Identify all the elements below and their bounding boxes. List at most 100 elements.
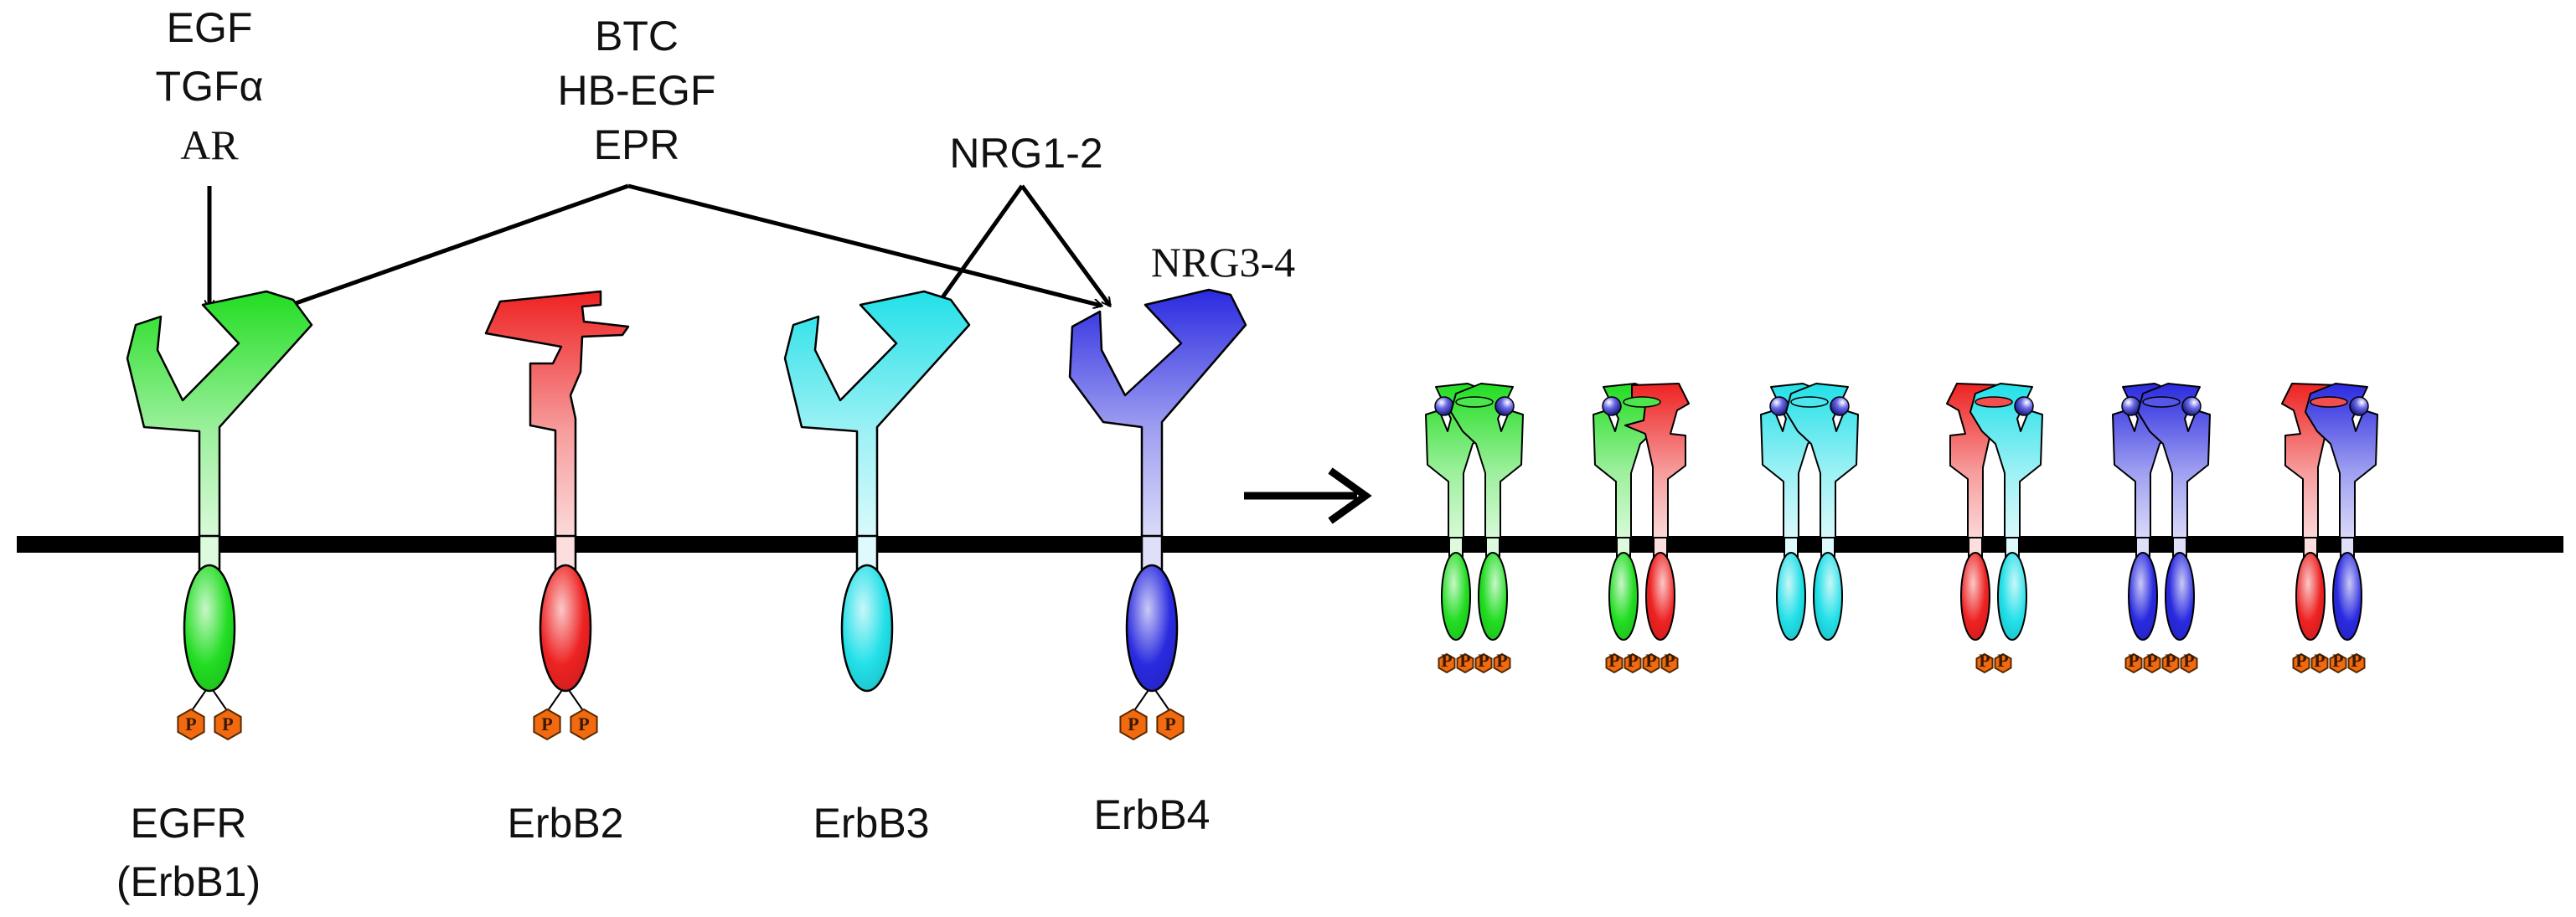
svg-text:P: P (222, 714, 233, 734)
ligand-egf: EGF (167, 4, 253, 51)
receptor-erbb2-kinase-domain (539, 564, 592, 693)
arrow-nrg-to-erbb3 (934, 184, 1025, 306)
phospho-site-erbb4-1: P (1119, 708, 1148, 741)
receptor-label-erbb3: ErbB3 (813, 800, 930, 847)
dimer-phospho-site: P (2329, 650, 2347, 674)
svg-text:P: P (1645, 650, 1656, 671)
bound-ligand-ball (2181, 396, 2202, 416)
svg-text:P: P (2128, 650, 2139, 671)
receptor-erbb2-extracellular (484, 290, 630, 546)
dimer-phospho-site: P (1660, 650, 1679, 674)
svg-text:P: P (1664, 650, 1675, 671)
arrow-btc-to-egfr (272, 183, 629, 312)
phospho-site-erbb2-1: P (533, 708, 561, 741)
dimer-monomer-erbb3 (1785, 383, 1859, 641)
ligand-ar: AR (180, 121, 239, 168)
svg-text:P: P (1496, 650, 1507, 671)
ligand-tgfa: TGFα (156, 63, 264, 110)
receptor-label-erbb4: ErbB4 (1094, 791, 1211, 838)
dimer-phospho-site: P (1624, 650, 1642, 674)
dimerization-arm (1790, 396, 1829, 408)
receptor-erbb4-kinase-domain (1125, 564, 1179, 693)
dimerization-arm (2142, 396, 2181, 408)
bound-ligand-ball (2014, 396, 2034, 416)
dimer-monomer-erbb3 (1969, 383, 2043, 641)
svg-text:P: P (578, 714, 589, 734)
svg-text:P: P (1979, 650, 1990, 671)
bound-ligand-ball (1494, 396, 1515, 416)
dimer-phospho-site: P (1438, 650, 1456, 674)
bound-ligand-ball (1830, 396, 1850, 416)
receptor-erbb2-transmembrane (554, 534, 577, 571)
dimer-phospho-site: P (2161, 650, 2180, 674)
phospho-site-erbb2-2: P (570, 708, 598, 741)
receptor-erbb4-extracellular (1068, 288, 1247, 546)
svg-text:P: P (1997, 650, 2008, 671)
dimerization-arm (1975, 396, 2013, 408)
dimer-phospho-site: P (1994, 650, 2012, 674)
dimerization-arm (2310, 396, 2348, 408)
bound-ligand-ball (1602, 396, 1622, 416)
dimer-phospho-site: P (2124, 650, 2143, 674)
svg-text:P: P (1164, 714, 1175, 734)
dimer-phospho-site: P (1605, 650, 1624, 674)
dimerization-arm (1455, 396, 1494, 408)
svg-text:P: P (2314, 650, 2325, 671)
receptor-label-egfr-alias: (ErbB1) (116, 858, 261, 905)
dimer-monomer-erbb4 (2305, 383, 2378, 641)
phospho-site-egfr-1: P (177, 708, 205, 741)
dimer-erbb3-erbb3 (1760, 383, 1859, 641)
arrow-btc-to-erbb4 (627, 183, 1102, 306)
bound-ligand-ball (2349, 396, 2369, 416)
svg-text:P: P (541, 714, 552, 734)
svg-text:P: P (2183, 650, 2194, 671)
receptor-erbb3-extracellular (783, 290, 971, 546)
ligand-nrg34: NRG3-4 (1151, 239, 1295, 286)
svg-text:P: P (1441, 650, 1452, 671)
svg-text:P: P (2146, 650, 2157, 671)
receptor-erbb3 (783, 290, 971, 693)
dimer-phospho-site: P (1493, 650, 1511, 674)
dimer-phospho-site: P (1474, 650, 1493, 674)
dimer-phospho-site: P (2143, 650, 2161, 674)
dimerization-arm (1623, 396, 1661, 408)
svg-text:P: P (2165, 650, 2176, 671)
receptor-label-erbb2: ErbB2 (508, 800, 624, 847)
dimer-monomer-erbb4 (2137, 383, 2211, 641)
svg-text:P: P (2295, 650, 2306, 671)
receptor-egfr-extracellular (126, 290, 313, 546)
dimer-phospho-site: P (2292, 650, 2310, 674)
dimer-phospho-site: P (1975, 650, 1994, 674)
dimer-phospho-site: P (2310, 650, 2329, 674)
receptor-erbb3-kinase-domain (840, 564, 894, 693)
dimer-phospho-site: P (2180, 650, 2198, 674)
ligand-hbegf: HB-EGF (558, 67, 716, 114)
svg-text:P: P (185, 714, 196, 734)
receptor-erbb3-transmembrane (855, 534, 879, 571)
svg-text:P: P (1459, 650, 1470, 671)
dimer-monomer-erbb2 (1624, 383, 1690, 641)
dimer-monomer-egfr (1450, 383, 1524, 641)
ligand-btc: BTC (595, 13, 679, 59)
dimer-phospho-site: P (1456, 650, 1474, 674)
dimer-phospho-site: P (1642, 650, 1660, 674)
arrow-nrg-to-erbb4 (1020, 184, 1112, 306)
svg-text:P: P (1478, 650, 1489, 671)
phospho-site-erbb4-2: P (1156, 708, 1185, 741)
svg-text:P: P (2332, 650, 2343, 671)
svg-text:P: P (2351, 650, 2362, 671)
svg-text:P: P (1128, 714, 1138, 734)
dimer-phospho-site: P (2347, 650, 2366, 674)
svg-text:P: P (1608, 650, 1619, 671)
receptor-egfr-kinase-domain (183, 564, 236, 693)
